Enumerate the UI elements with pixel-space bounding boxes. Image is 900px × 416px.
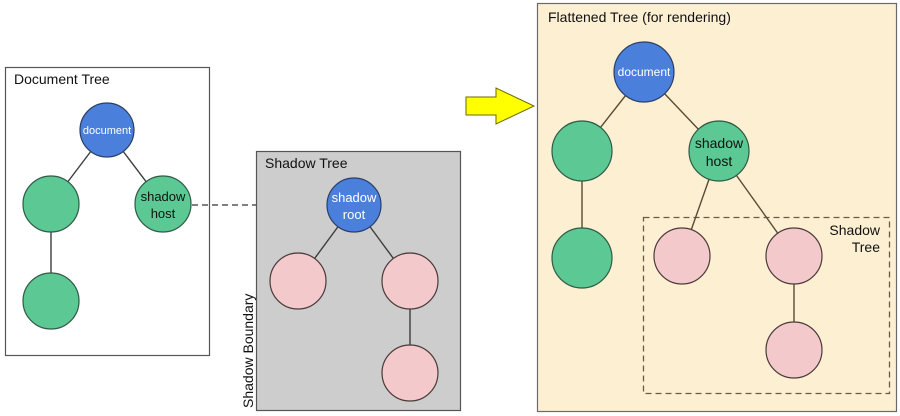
flat-document-label: document — [618, 65, 671, 79]
flat-document-node — [613, 41, 675, 103]
yellow-arrow-icon — [465, 87, 536, 125]
shadow-child-node — [269, 252, 327, 310]
shadow-root-node — [326, 177, 382, 233]
inner-shadow-tree-label-line2: Tree — [852, 239, 880, 255]
shadow-child-node — [381, 344, 439, 402]
flat-element-node — [551, 227, 613, 289]
flat-shadow-host-node — [688, 120, 750, 182]
document-node-label: document — [83, 125, 131, 137]
shadow-child-node — [381, 252, 439, 310]
flat-shadow-child-node — [765, 227, 823, 285]
element-node — [22, 175, 80, 233]
document-tree-title: Document Tree — [14, 71, 110, 87]
flattened-tree-title: Flattened Tree (for rendering) — [548, 9, 731, 25]
shadow-host-node — [134, 175, 192, 233]
flattened-tree-box — [536, 2, 898, 413]
flat-element-node — [551, 120, 613, 182]
shadow-host-label-line2: host — [151, 206, 176, 221]
shadow-tree-panel: Shadow Tree Shadow Boundary shadow root — [240, 150, 462, 412]
flat-shadow-host-label-line2: host — [706, 153, 733, 169]
shadow-root-label-line1: shadow — [332, 190, 377, 205]
flattened-tree-panel: Flattened Tree (for rendering) Shadow Tr… — [536, 2, 898, 413]
shadow-boundary-label: Shadow Boundary — [240, 294, 256, 408]
document-tree-panel: Document Tree document shadow host — [4, 66, 211, 357]
shadow-host-label-line1: shadow — [141, 189, 186, 204]
document-node — [79, 102, 135, 158]
flat-shadow-host-label-line1: shadow — [695, 135, 744, 151]
shadow-root-label-line2: root — [343, 207, 366, 222]
flat-shadow-child-node — [765, 321, 823, 379]
element-node — [22, 272, 80, 330]
shadow-tree-title: Shadow Tree — [265, 155, 348, 171]
inner-shadow-tree-label-line1: Shadow — [829, 222, 880, 238]
flat-shadow-child-node — [653, 227, 711, 285]
